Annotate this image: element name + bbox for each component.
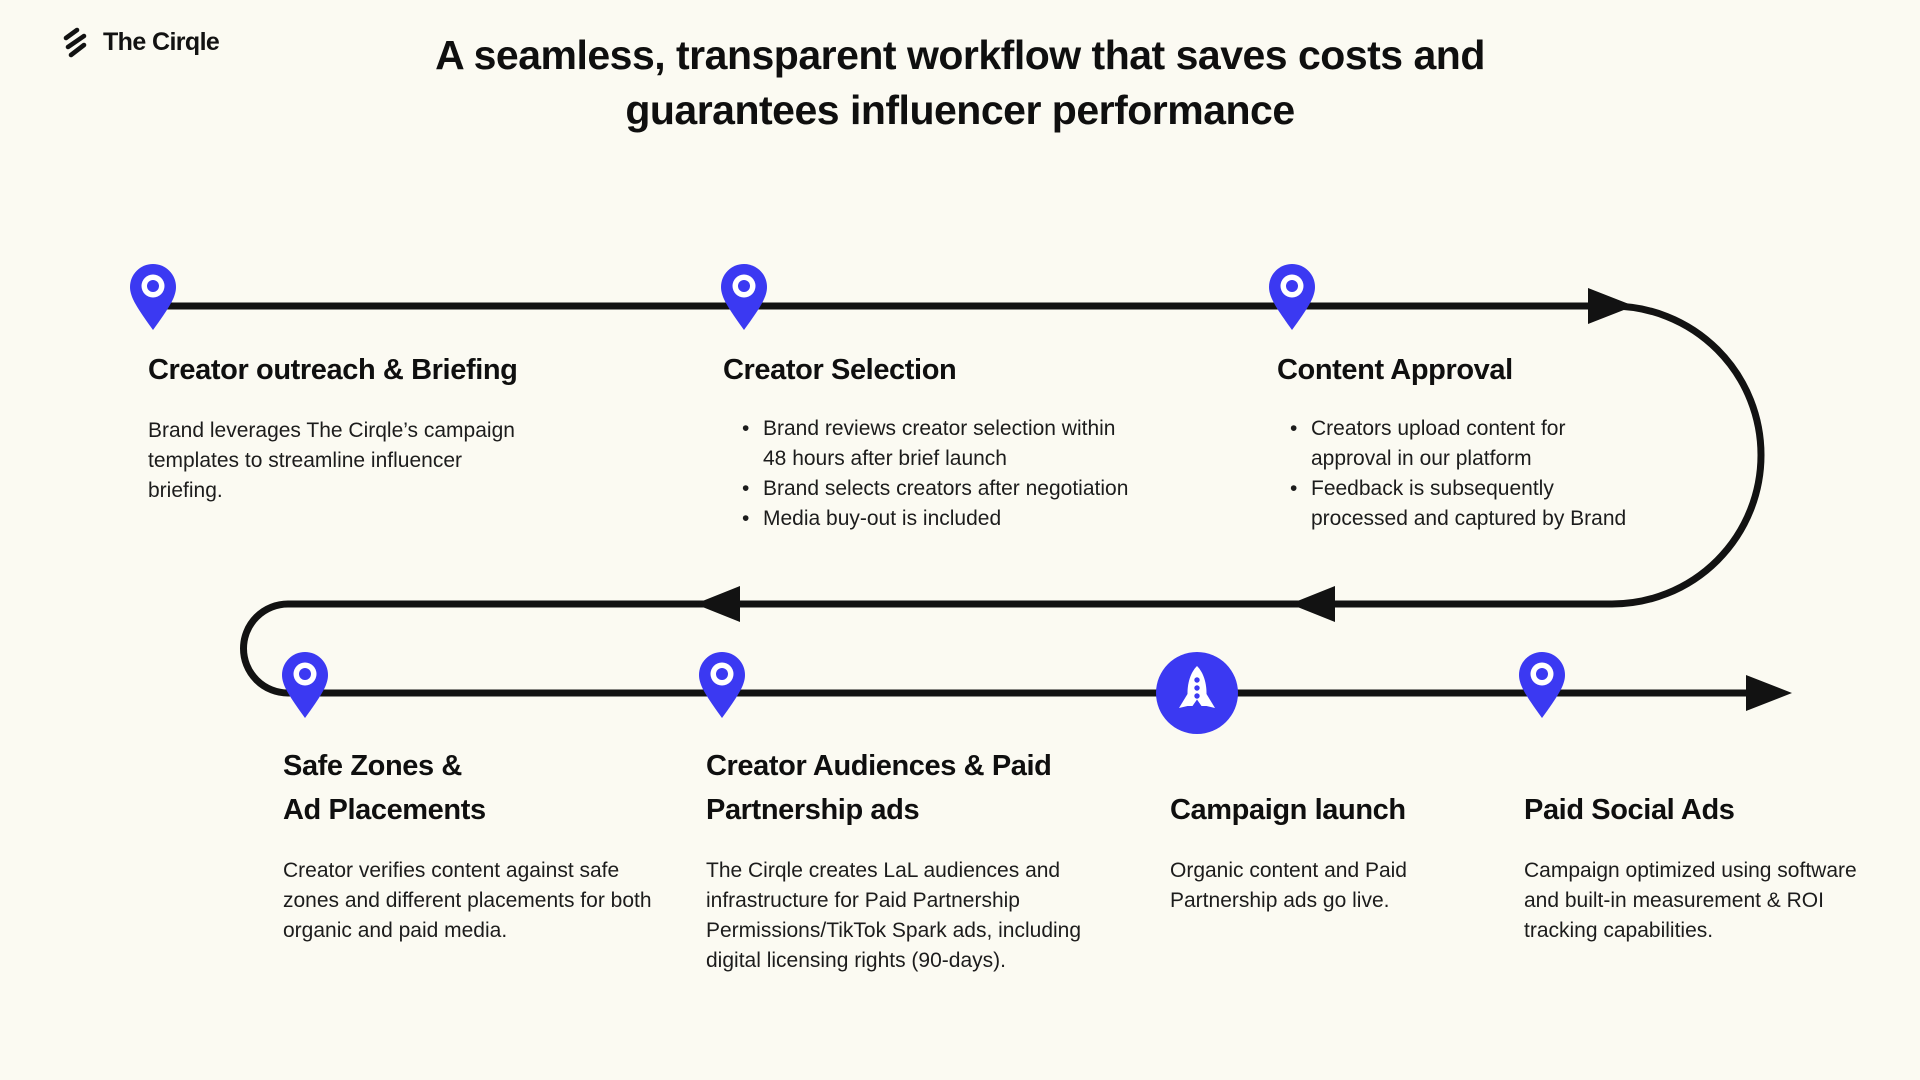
brand-logo: The Cirqle — [58, 24, 220, 60]
workflow-path — [150, 302, 1765, 697]
location-pin-icon — [130, 264, 176, 330]
step-title: Paid Social Ads — [1524, 794, 1735, 826]
step-title: Creator Audiences & Paid Partnership ads — [706, 750, 1052, 826]
bullet-item: Feedback is subsequently processed and c… — [1287, 474, 1627, 534]
step-block-creator-outreach: Creator outreach & Briefing Brand levera… — [148, 348, 548, 506]
step-bullet-list: Creators upload content for approval in … — [1287, 414, 1627, 534]
step-block-creator-audiences: Creator Audiences & Paid Partnership ads… — [706, 744, 1136, 976]
step-block-safe-zones: Safe Zones & Ad Placements Creator verif… — [283, 744, 683, 946]
step-description: Creator verifies content against safe zo… — [283, 859, 652, 942]
arrow-right-end-icon — [1746, 675, 1792, 711]
bullet-item: Media buy-out is included — [739, 504, 1139, 534]
step-title: Content Approval — [1277, 354, 1513, 386]
arrow-left-return-1-icon — [695, 586, 740, 622]
location-pin-icon — [1269, 264, 1315, 330]
step-title: Creator Selection — [723, 354, 957, 386]
bullet-item: Brand selects creators after negotiation — [739, 474, 1139, 504]
step-block-campaign-launch: Campaign launch Organic content and Paid… — [1170, 744, 1450, 916]
step-description: Campaign optimized using software and bu… — [1524, 859, 1857, 942]
step-block-content-approval: Content Approval Creators upload content… — [1277, 348, 1657, 534]
step-title: Safe Zones & Ad Placements — [283, 750, 486, 826]
brand-name: The Cirqle — [103, 27, 220, 56]
page-title-line-1: A seamless, transparent workflow that sa… — [435, 32, 1485, 78]
location-pin-icon — [721, 264, 767, 330]
step-title: Campaign launch — [1170, 794, 1406, 826]
page-title: A seamless, transparent workflow that sa… — [0, 28, 1920, 138]
location-pin-icon — [1519, 652, 1565, 718]
arrow-right-top-icon — [1588, 288, 1634, 324]
step-bullet-list: Brand reviews creator selection within 4… — [739, 414, 1139, 534]
bullet-item: Brand reviews creator selection within 4… — [739, 414, 1139, 474]
step-block-creator-selection: Creator Selection Brand reviews creator … — [723, 348, 1143, 534]
bullet-item: Creators upload content for approval in … — [1287, 414, 1627, 474]
location-pin-icon — [282, 652, 328, 718]
step-description: Organic content and Paid Partnership ads… — [1170, 859, 1407, 912]
logo-icon — [63, 27, 87, 58]
page-title-line-2: guarantees influencer performance — [625, 87, 1295, 133]
arrow-left-return-2-icon — [1290, 586, 1335, 622]
step-block-paid-social-ads: Paid Social Ads Campaign optimized using… — [1524, 744, 1894, 946]
step-description: The Cirqle creates LaL audiences and inf… — [706, 859, 1082, 972]
location-pin-icon — [699, 652, 745, 718]
step-title: Creator outreach & Briefing — [148, 354, 518, 386]
rocket-icon — [1156, 652, 1238, 734]
step-description: Brand leverages The Cirqle’s campaign te… — [148, 419, 515, 502]
